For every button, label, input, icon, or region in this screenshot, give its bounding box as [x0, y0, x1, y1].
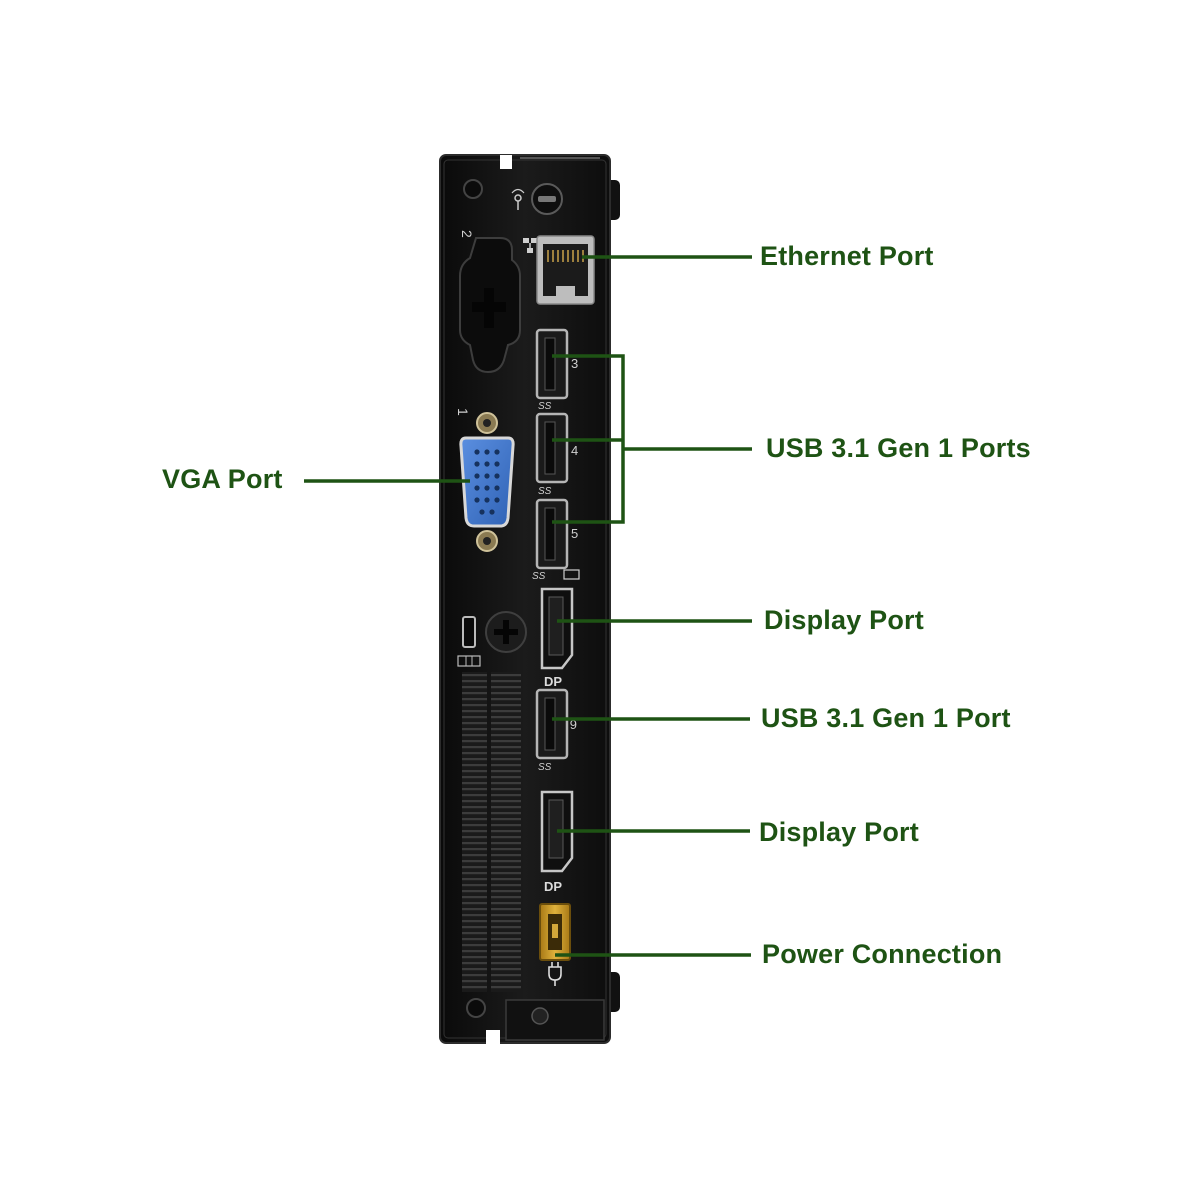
power-plug-icon	[548, 962, 562, 986]
label-ethernet-port: Ethernet Port	[760, 241, 934, 271]
label-power-connection: Power Connection	[762, 939, 1003, 969]
power-connector	[539, 903, 571, 961]
antenna-connector	[531, 183, 563, 215]
usb-port-5	[535, 498, 569, 570]
usb-port-4	[535, 412, 569, 484]
usb-number-3: 3	[571, 356, 578, 371]
usb-ss-marking-6: SS	[538, 762, 552, 773]
label-display-port-top: Display Port	[764, 605, 924, 635]
usb-number-5: 5	[571, 526, 578, 541]
ventilation-grille	[462, 672, 521, 992]
usb-port-6	[535, 688, 569, 760]
label-vga-port: VGA Port	[162, 464, 283, 494]
label-usb-gen1-ports: USB 3.1 Gen 1 Ports	[766, 433, 1031, 463]
label-usb-gen1-port: USB 3.1 Gen 1 Port	[761, 703, 1011, 733]
usb-ss-marking-3: SS	[538, 401, 552, 412]
usb-ss-marking-5: SS	[532, 571, 546, 582]
kensington-lock-icon	[457, 616, 481, 667]
usb-number-4: 4	[571, 443, 578, 458]
label-display-port-bottom: Display Port	[759, 817, 919, 847]
ethernet-port	[536, 235, 595, 305]
dp-marking-bottom: DP	[544, 879, 562, 894]
expansion-slot-cover	[459, 237, 521, 374]
dp-marking-top: DP	[544, 674, 562, 689]
chassis-screws	[463, 179, 486, 1018]
displayport-top	[540, 587, 574, 670]
wifi-antenna-icon	[511, 188, 525, 210]
vga-number-1: 1	[455, 408, 471, 416]
usb-port-3	[535, 328, 569, 400]
thumb-screw	[485, 611, 527, 653]
network-icon	[523, 238, 537, 253]
usb-number-6: 6	[570, 717, 577, 732]
leader-usb-bracket	[552, 354, 625, 524]
usb-ss-marking-4: SS	[538, 486, 552, 497]
vga-port	[459, 412, 515, 552]
slot-number-2: 2	[459, 230, 475, 238]
